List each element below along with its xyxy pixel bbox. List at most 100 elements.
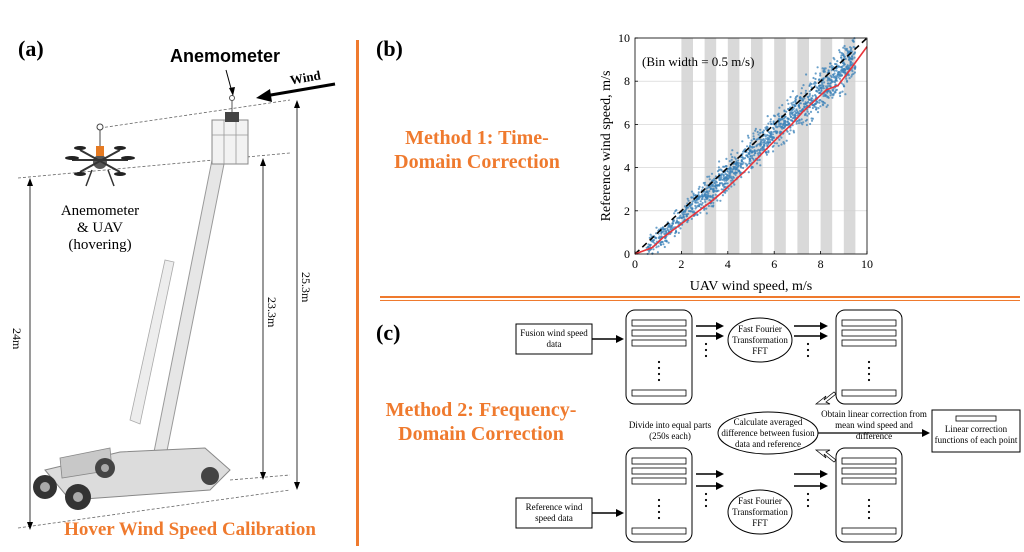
scatter-point xyxy=(808,92,811,96)
frequency-flowchart xyxy=(515,309,1021,543)
scatter-point xyxy=(761,131,765,134)
scatter-point xyxy=(818,87,821,90)
scatter-point xyxy=(759,128,762,131)
scatter-point xyxy=(734,173,737,176)
y-tick-label: 10 xyxy=(618,31,630,45)
scatter-point xyxy=(807,98,811,101)
scatter-point xyxy=(789,115,792,118)
scatter-point xyxy=(851,50,854,53)
scatter-point xyxy=(837,73,840,76)
scatter-point xyxy=(682,210,685,213)
scatter-point xyxy=(807,112,811,115)
scatter-point xyxy=(704,194,707,197)
scatter-point xyxy=(832,56,835,60)
divide-label: Divide into equal parts (250s each) xyxy=(620,420,720,442)
scatter-point xyxy=(820,100,823,103)
scatter-point xyxy=(658,237,661,240)
scatter-point xyxy=(783,125,786,128)
arrow-head xyxy=(716,470,724,478)
scatter-point xyxy=(762,148,765,151)
scatter-point xyxy=(772,127,775,131)
y-tick-label: 2 xyxy=(624,204,630,218)
y-tick-label: 6 xyxy=(624,117,630,131)
scatter-point xyxy=(835,75,839,78)
scatter-point xyxy=(850,75,853,78)
scatter-point xyxy=(829,85,832,88)
scatter-point xyxy=(843,85,846,88)
fft-top-line-3: FFT xyxy=(752,346,768,356)
scatter-point xyxy=(775,142,779,145)
scatter-point xyxy=(782,141,785,144)
scatter-point xyxy=(823,67,826,70)
scatter-point xyxy=(838,49,841,52)
ellipsis-dot xyxy=(704,348,708,352)
scatter-point xyxy=(814,72,817,75)
scatter-point xyxy=(692,192,695,195)
scatter-point xyxy=(686,221,689,224)
scatter-point xyxy=(818,84,822,87)
fft-ellipse-top xyxy=(727,317,793,363)
height-25-3m: 25.3m xyxy=(299,272,313,303)
scatter-point xyxy=(725,179,728,182)
scatter-point xyxy=(814,77,817,81)
scatter-point xyxy=(827,70,830,73)
ellipsis-dot xyxy=(704,498,708,502)
scatter-point xyxy=(755,162,759,165)
horizontal-divider xyxy=(380,296,1020,298)
scatter-point xyxy=(730,153,733,156)
scatter-point xyxy=(797,112,801,115)
obtain-label: Obtain linear correction from mean wind … xyxy=(818,409,930,442)
aerial-lift-illustration xyxy=(17,69,336,530)
scatter-point xyxy=(799,96,802,99)
fft-bottom-line-1: Fast Fourier xyxy=(738,496,782,506)
scatter-point xyxy=(757,133,760,136)
scatter-point xyxy=(697,193,700,196)
scatter-point xyxy=(741,140,744,143)
scatter-point xyxy=(740,176,743,179)
scatter-point xyxy=(762,129,765,132)
scatter-point xyxy=(832,73,835,76)
reference-input-line-2: speed data xyxy=(535,513,573,523)
hover-calibration-caption: Hover Wind Speed Calibration xyxy=(64,519,316,540)
scatter-point xyxy=(796,110,799,114)
scatter-point xyxy=(835,63,838,66)
scatter-point xyxy=(681,217,684,220)
scatter-point xyxy=(695,201,698,204)
scatter-point xyxy=(747,152,751,156)
scatter-point xyxy=(705,207,708,210)
scatter-point xyxy=(759,131,762,134)
scatter-point xyxy=(851,70,854,73)
scatter-point xyxy=(822,77,825,80)
scatter-point xyxy=(835,69,838,72)
scatter-point xyxy=(751,146,754,149)
scatter-point xyxy=(676,217,679,220)
scatter-point xyxy=(778,106,781,109)
bin-shade-2 xyxy=(727,38,740,254)
scatter-point xyxy=(661,240,664,244)
scatter-point xyxy=(822,94,825,98)
scatter-point xyxy=(733,166,736,169)
scatter-point xyxy=(802,121,805,124)
scatter-point xyxy=(751,154,754,157)
scatter-point xyxy=(831,96,834,99)
scatter-point xyxy=(829,74,832,77)
scatter-point xyxy=(679,214,682,217)
scatter-point xyxy=(815,108,818,111)
fusion-input-line-2: data xyxy=(546,339,562,349)
scatter-point xyxy=(709,188,712,191)
y-axis-label: Reference wind speed, m/s xyxy=(599,71,614,222)
reference-line xyxy=(634,37,868,255)
scatter-point xyxy=(766,134,769,137)
ellipsis-dot xyxy=(867,360,871,364)
scatter-point xyxy=(746,156,750,159)
scatter-point xyxy=(742,161,745,164)
scatter-point xyxy=(782,119,786,123)
scatter-point xyxy=(691,202,694,206)
scatter-point xyxy=(802,102,805,105)
scatter-point xyxy=(722,174,725,178)
scatter-point xyxy=(783,121,786,125)
segment-bar xyxy=(631,389,687,397)
scatter-point xyxy=(720,188,723,191)
scatter-point xyxy=(772,144,775,147)
scatter-point xyxy=(762,146,765,149)
